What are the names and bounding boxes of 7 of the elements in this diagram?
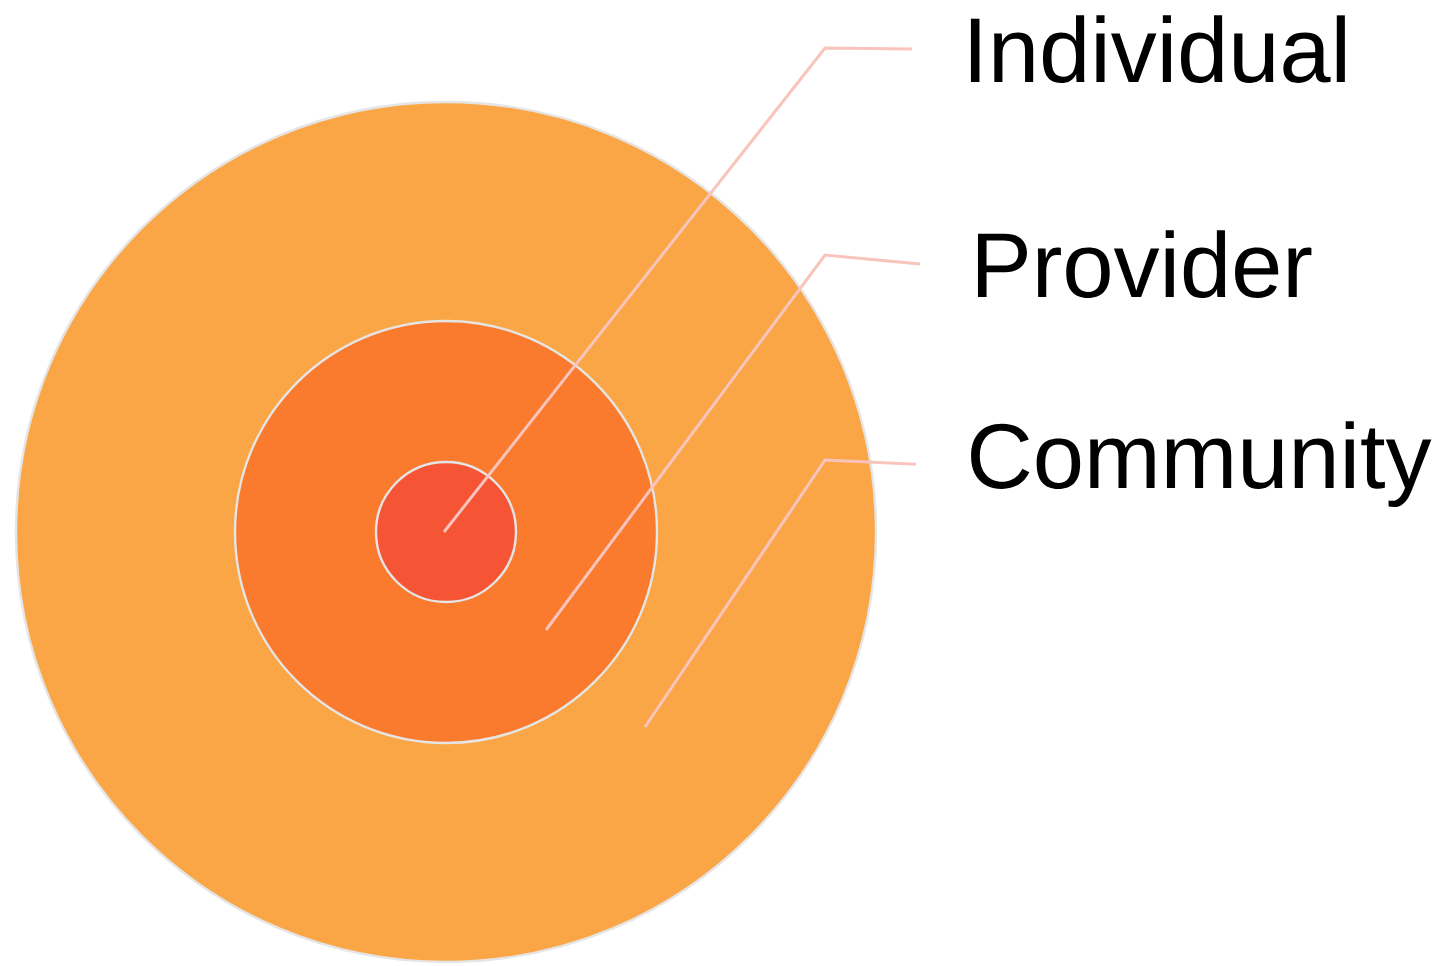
layer-label: Individual: [970, 15, 1345, 83]
leader-line: [442, 46, 912, 533]
layer-label: Provider: [977, 230, 1312, 298]
leader-line: [544, 253, 921, 631]
center-circle: [374, 460, 518, 604]
leader-line: [643, 458, 917, 728]
layer-label: Community: [971, 421, 1432, 508]
